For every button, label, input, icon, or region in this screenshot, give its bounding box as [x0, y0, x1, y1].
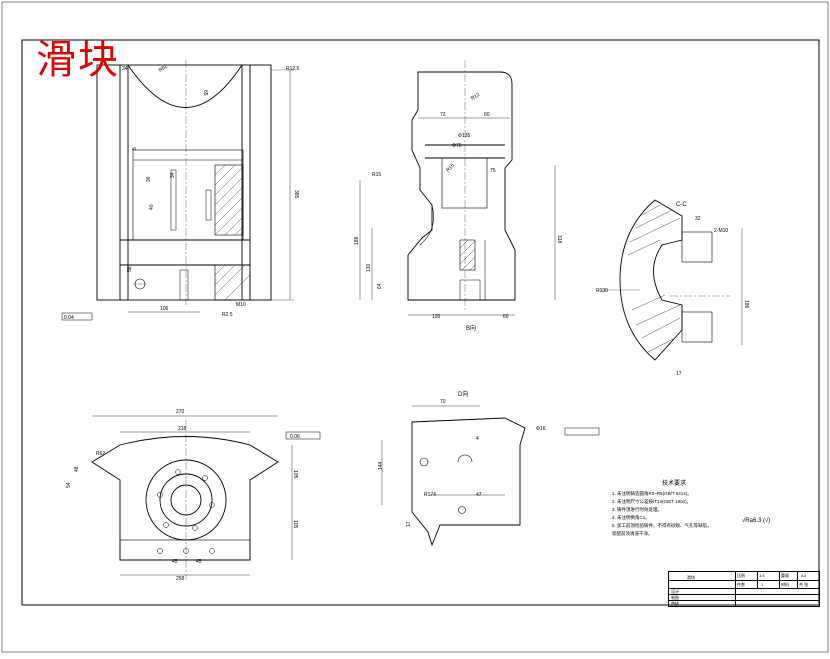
scale-value: 1:4: [759, 573, 765, 578]
svg-text:58: 58: [127, 266, 133, 272]
svg-text:D向: D向: [458, 390, 468, 398]
svg-text:318: 318: [556, 235, 562, 244]
svg-text:270: 270: [176, 409, 185, 415]
svg-text:188: 188: [354, 236, 360, 245]
qty-value: 1: [761, 582, 764, 587]
svg-text:34: 34: [122, 66, 128, 72]
svg-text:48: 48: [74, 466, 80, 472]
svg-text:34: 34: [170, 172, 176, 178]
tech-item: 2. 未注明尺寸公差按IT14(GB/T 1804)。: [612, 499, 692, 504]
svg-text:60: 60: [484, 112, 490, 118]
svg-text:2-M10: 2-M10: [714, 228, 728, 234]
svg-text:32: 32: [695, 216, 701, 222]
svg-text:36: 36: [146, 176, 152, 182]
svg-text:0.04: 0.04: [64, 315, 74, 321]
svg-text:R15: R15: [445, 163, 456, 174]
svg-text:0.06: 0.06: [290, 434, 300, 440]
svg-text:70: 70: [440, 399, 446, 405]
svg-text:105: 105: [292, 520, 298, 529]
svg-text:75: 75: [490, 168, 496, 174]
scale-label: 比例: [737, 573, 745, 578]
tech-item: 5. 加工前须检验铸件，不得有砂眼、气孔等缺陷，: [612, 523, 712, 528]
top-view: [91, 415, 321, 580]
stamp-title: 滑块: [36, 37, 120, 83]
svg-text:Φ70: Φ70: [452, 143, 462, 149]
designer-row: 设计: [671, 589, 679, 594]
svg-text:4: 4: [476, 436, 479, 442]
d-view: [381, 405, 600, 547]
svg-text:M10: M10: [236, 302, 246, 308]
svg-text:186: 186: [743, 300, 749, 309]
svg-text:R2.5: R2.5: [222, 312, 233, 318]
svg-text:Φ135: Φ135: [458, 133, 471, 139]
svg-text:R174: R174: [424, 492, 436, 498]
svg-text:47: 47: [476, 492, 482, 498]
svg-text:R12: R12: [470, 92, 481, 102]
weight-label: 重量: [781, 573, 789, 578]
svg-text:65: 65: [202, 90, 208, 96]
svg-text:45: 45: [172, 559, 178, 565]
svg-text:40: 40: [149, 204, 155, 210]
svg-text:17: 17: [676, 371, 682, 377]
svg-text:106: 106: [160, 306, 169, 312]
section-cc-view: [598, 199, 743, 361]
reviewer-row: 审核: [671, 601, 679, 606]
title-block: 滑块 比例 1:4 重量 A3 件数 1 材料 共 张 设计 制图 审核: [668, 571, 820, 607]
tech-item: 1. 未注明铸造圆角R3~R5(GB/T 6414)。: [612, 491, 692, 496]
svg-text:130: 130: [366, 263, 372, 272]
svg-text:5: 5: [132, 147, 138, 150]
material-label: 材料: [781, 582, 789, 587]
svg-text:60: 60: [503, 314, 509, 320]
svg-text:R130: R130: [596, 288, 608, 294]
svg-text:R82: R82: [158, 63, 169, 73]
side-view: [359, 60, 556, 316]
drafter-row: 制图: [671, 595, 679, 600]
svg-text:144: 144: [378, 461, 384, 470]
svg-text:258: 258: [176, 576, 185, 582]
svg-text:C-C: C-C: [676, 202, 687, 208]
svg-text:R12.5: R12.5: [286, 66, 300, 72]
part-name: 滑块: [687, 575, 695, 580]
svg-text:54: 54: [66, 482, 72, 488]
material-value: A3: [801, 573, 806, 578]
svg-text:72: 72: [440, 112, 446, 118]
roughness-note: √Ra6.3 (√): [742, 518, 771, 524]
svg-text:64: 64: [377, 283, 383, 289]
svg-text:B向: B向: [466, 324, 476, 332]
tech-item: 装配前须清洗干净。: [612, 531, 653, 536]
svg-text:R15: R15: [372, 172, 381, 178]
svg-text:385: 385: [293, 190, 299, 199]
svg-text:105: 105: [292, 470, 298, 479]
tech-requirements: 技术要求 1. 未注明铸造圆角R3~R5(GB/T 6414)。 2. 未注明尺…: [612, 480, 782, 538]
inner-frame: [21, 39, 820, 606]
tech-item: 3. 铸件须进行时效处理。: [612, 507, 663, 512]
svg-text:17: 17: [406, 521, 412, 527]
front-view: [61, 60, 294, 321]
tech-item: 4. 未注明倒角C1。: [612, 515, 650, 520]
sheet-label: 共 张: [799, 582, 809, 587]
svg-text:45: 45: [196, 559, 202, 565]
svg-text:Φ16: Φ16: [536, 426, 546, 432]
svg-text:218: 218: [178, 426, 187, 432]
tech-requirements-title: 技术要求: [662, 481, 687, 487]
svg-text:R62: R62: [96, 451, 105, 457]
qty-label: 件数: [737, 582, 745, 587]
svg-text:120: 120: [432, 314, 441, 320]
